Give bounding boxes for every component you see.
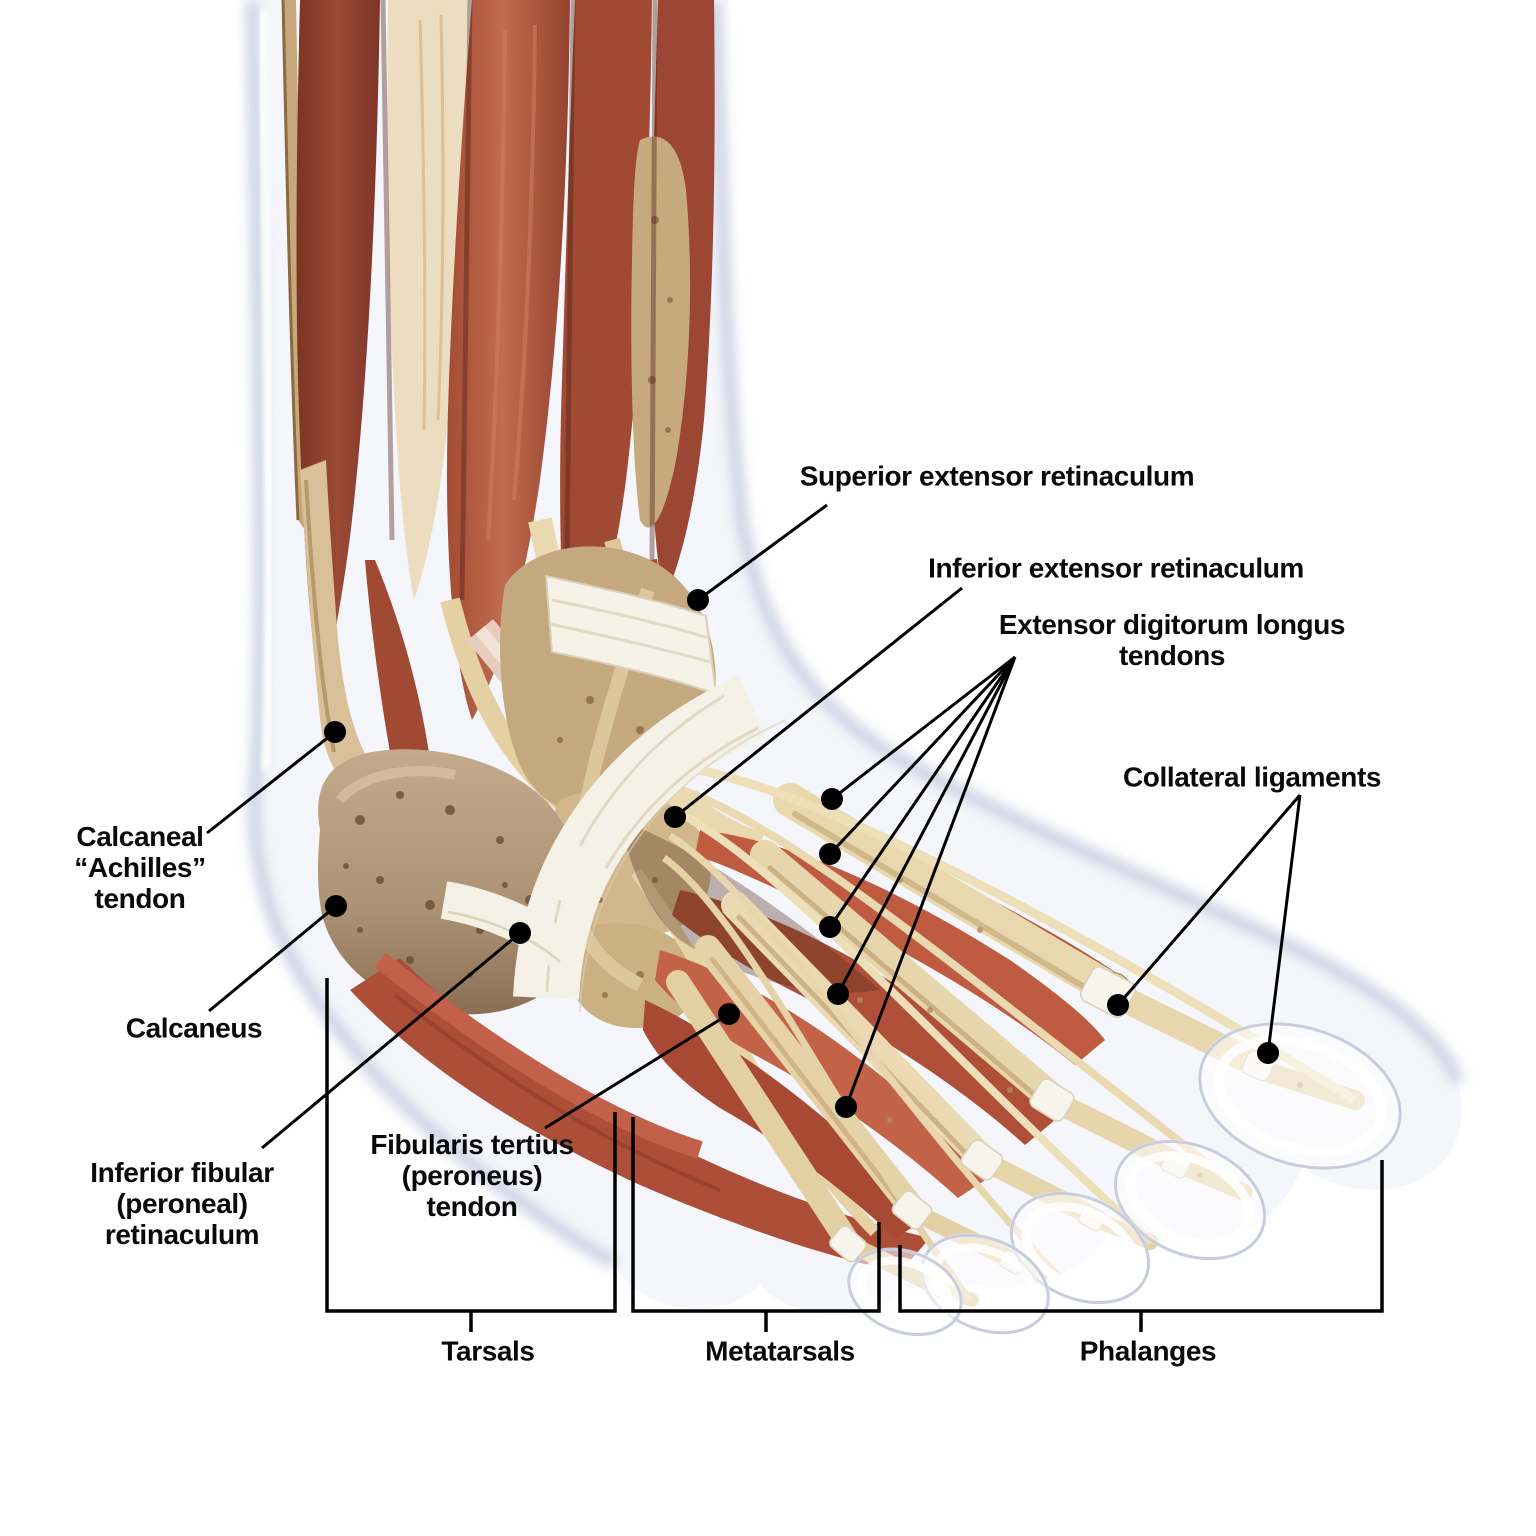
leader-calcaneus: [208, 904, 337, 1013]
ghost-toe-caps: [846, 1021, 1403, 1337]
leader-calcaneal-tendon: [206, 730, 336, 835]
dot-collateral-2: [1257, 1042, 1279, 1064]
leader-inferior-extensor: [674, 586, 963, 819]
dot-inferior-fibular: [509, 922, 531, 944]
label-extensor-digitorum-longus-tendons: Extensor digitorum longus tendons: [998, 609, 1346, 671]
dot-edl-1: [821, 788, 843, 810]
label-collateral-ligaments: Collateral ligaments: [1122, 761, 1382, 793]
leader-superior-extensor: [697, 503, 828, 602]
retinaculum-bands: [440, 574, 787, 1013]
plantar-muscles: [350, 952, 930, 1272]
label-calcaneal-achilles-tendon: Calcaneal “Achilles” tendon: [74, 820, 206, 914]
label-superior-extensor-retinaculum: Superior extensor retinaculum: [799, 460, 1195, 492]
dot-edl-4: [827, 983, 849, 1005]
dot-edl-2: [819, 843, 841, 865]
label-phalanges: Phalanges: [1079, 1335, 1217, 1367]
dot-fibularis-tertius: [718, 1003, 740, 1025]
leader-fibularis-tertius: [544, 1012, 730, 1130]
dot-superior-extensor: [687, 589, 709, 611]
label-metatarsals: Metatarsals: [705, 1335, 855, 1367]
leader-collateral: [1116, 794, 1302, 1054]
label-fibularis-tertius-tendon: Fibularis tertius (peroneus) tendon: [370, 1128, 574, 1222]
label-tarsals: Tarsals: [441, 1335, 535, 1367]
bracket-metatarsals: [631, 1117, 881, 1313]
leader-lines: [206, 503, 1302, 1150]
label-inferior-fibular-retinaculum: Inferior fibular (peroneal) retinaculum: [90, 1156, 274, 1250]
dot-collateral-1: [1107, 994, 1129, 1016]
label-calcaneus: Calcaneus: [125, 1012, 263, 1044]
leader-dots: [324, 589, 1279, 1118]
dot-calcaneal-tendon: [324, 721, 346, 743]
dot-edl-5: [835, 1096, 857, 1118]
dot-inferior-extensor: [664, 806, 686, 828]
leader-inferior-fibular: [261, 931, 521, 1150]
dot-edl-3: [819, 916, 841, 938]
leader-edl-fan: [828, 655, 1017, 1108]
label-inferior-extensor-retinaculum: Inferior extensor retinaculum: [928, 552, 1304, 584]
bone-group-brackets: [325, 978, 1384, 1332]
dot-calcaneus: [325, 895, 347, 917]
